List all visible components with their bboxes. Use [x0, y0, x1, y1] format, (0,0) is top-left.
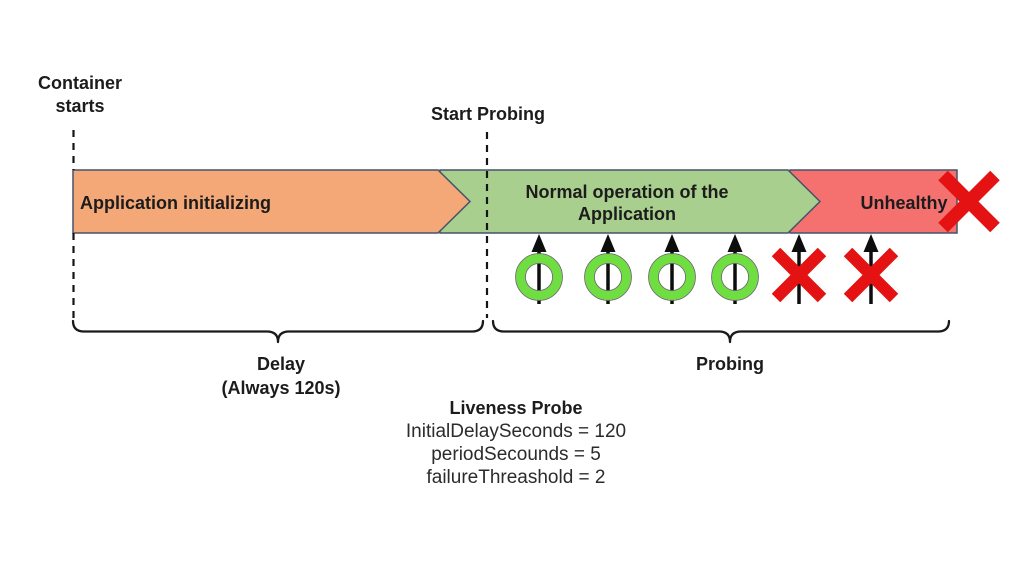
probing-brace: [491, 319, 951, 344]
config-failure-threshold: failureThreashold = 2: [426, 467, 606, 488]
probe-success-icon: [648, 253, 696, 301]
container-starts-line1: Container: [37, 73, 123, 93]
probe-success-icon: [711, 253, 759, 301]
liveness-probe-title: Liveness Probe: [449, 398, 583, 418]
terminal-failure-x-icon: [938, 170, 1000, 233]
delay-label: Delay (Always 120s): [221, 352, 340, 400]
container-starts-line2: starts: [55, 96, 105, 116]
normal-operation-label: Normal operation of the Application: [525, 181, 728, 225]
app-initializing-segment: [72, 169, 472, 234]
delay-line2: (Always 120s): [221, 378, 341, 398]
probe-success-icon: [515, 253, 563, 301]
unhealthy-label: Unhealthy: [860, 193, 948, 213]
normal-operation-line1: Normal operation of the: [525, 182, 729, 202]
config-initial-delay-seconds: InitialDelaySeconds = 120: [405, 421, 627, 442]
config-period-seconds: periodSecounds = 5: [431, 444, 601, 465]
container-starts-label: Container starts: [38, 72, 122, 118]
probe-failure-icon: [771, 247, 827, 303]
app-initializing-label: Application initializing: [80, 193, 271, 213]
probe-success-icon: [584, 253, 632, 301]
delay-brace: [71, 319, 485, 344]
start-probing-label: Start Probing: [430, 104, 546, 124]
probe-failure-icon: [843, 247, 899, 303]
delay-line1: Delay: [256, 354, 306, 374]
normal-operation-line2: Application: [577, 204, 676, 224]
liveness-probe-config: Liveness Probe InitialDelaySeconds = 120…: [406, 397, 626, 489]
probing-label: Probing: [696, 354, 764, 374]
